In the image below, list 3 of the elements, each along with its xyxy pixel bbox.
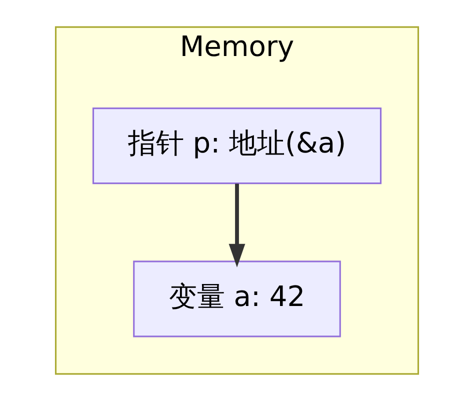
- arrow: [228, 184, 246, 268]
- node-box: 指针 p: 地址(&a): [92, 108, 382, 184]
- node-box: 变量 a: 42: [133, 260, 341, 338]
